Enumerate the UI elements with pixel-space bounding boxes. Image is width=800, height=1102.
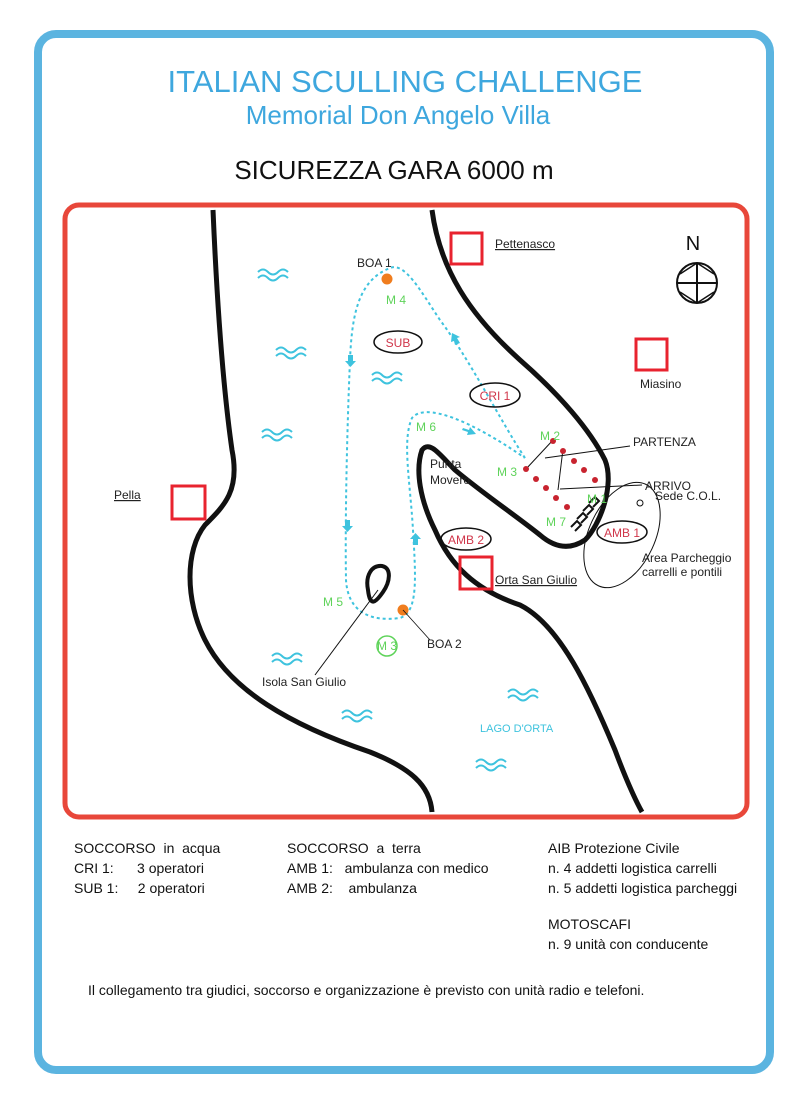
- isola-label: Isola San Giulio: [262, 675, 346, 689]
- marker-m3: M 3: [497, 465, 517, 479]
- north-compass-icon: [676, 262, 718, 304]
- marker-m4: M 4: [386, 293, 406, 307]
- marker-m5: M 5: [323, 595, 343, 609]
- subtitle: Memorial Don Angelo Villa: [246, 100, 551, 130]
- boa2-label: BOA 2: [427, 637, 462, 651]
- lane-markers: [523, 438, 598, 510]
- legend-row: n. 9 unità con conducente: [548, 936, 709, 952]
- boa1-label: BOA 1: [357, 256, 392, 270]
- town-markers: [170, 231, 669, 591]
- legend-title: SOCCORSO in acqua: [74, 840, 221, 856]
- arrivo-label: ARRIVO: [645, 479, 691, 493]
- arrow-right-icon: [462, 427, 476, 435]
- place-pella: Pella: [114, 488, 141, 502]
- area-label-1: Area Parcheggio: [642, 551, 732, 565]
- punta-movero-1: Punta: [430, 457, 462, 471]
- amb1-unit: AMB 1: [604, 526, 640, 540]
- legend-row: SUB 1: 2 operatori: [74, 880, 205, 896]
- lago-label: LAGO D'ORTA: [480, 723, 554, 735]
- partenza-label: PARTENZA: [633, 435, 696, 449]
- marker-m6: M 6: [416, 420, 436, 434]
- legend-civil-protection: AIB Protezione Civile n. 4 addetti logis…: [548, 838, 737, 898]
- marker-m1: M 1: [587, 492, 607, 506]
- punta-movero-2: Movero: [430, 473, 470, 487]
- arrow-down-icon: [342, 520, 353, 532]
- sub-unit: SUB: [386, 336, 411, 350]
- place-orta: Orta San Giulio: [495, 573, 577, 587]
- legend-land-rescue: SOCCORSO a terra AMB 1: ambulanza con me…: [287, 838, 489, 898]
- west-shoreline: [187, 209, 435, 813]
- place-miasino: Miasino: [640, 377, 682, 391]
- east-shoreline: [416, 209, 645, 814]
- isola-pointer: [314, 589, 379, 676]
- m3-boat: M 3: [377, 639, 397, 653]
- legend-title: MOTOSCAFI: [548, 916, 631, 932]
- isola-san-giulio-shape: [365, 563, 391, 604]
- water-waves: [257, 268, 539, 772]
- map-border: [62, 202, 750, 820]
- marker-m7: M 7: [546, 515, 566, 529]
- arrow-up-icon: [410, 533, 421, 545]
- legend-row: n. 4 addetti logistica carrelli: [548, 860, 717, 876]
- arrow-down-icon: [345, 355, 356, 367]
- page-heading: SICUREZZA GARA 6000 m: [234, 155, 553, 185]
- legend-water-rescue: SOCCORSO in acqua CRI 1: 3 operatori SUB…: [74, 838, 220, 898]
- legend-title: AIB Protezione Civile: [548, 840, 680, 856]
- legend-row: AMB 2: ambulanza: [287, 880, 417, 896]
- legend-title: SOCCORSO a terra: [287, 840, 421, 856]
- sede-label: Sede C.O.L.: [655, 489, 721, 503]
- legend-row: n. 5 addetti logistica parcheggi: [548, 880, 738, 896]
- arrow-up-icon: [451, 333, 460, 345]
- cri-unit: CRI 1: [480, 389, 511, 403]
- start-finish-lines: [525, 439, 643, 491]
- place-pettenasco: Pettenasco: [495, 237, 555, 251]
- outer-frame: [34, 30, 774, 1074]
- title: ITALIAN SCULLING CHALLENGE: [168, 64, 643, 99]
- marker-m2: M 2: [540, 429, 560, 443]
- legend-motorboats: MOTOSCAFI n. 9 unità con conducente: [548, 914, 708, 954]
- race-course: [344, 266, 526, 620]
- boa-1-buoy: [381, 273, 393, 285]
- footer-note: Il collegamento tra giudici, soccorso e …: [88, 982, 645, 998]
- amb2-unit: AMB 2: [448, 533, 484, 547]
- pontoons: [570, 495, 601, 532]
- legend-row: AMB 1: ambulanza con medico: [287, 860, 489, 876]
- direction-arrows: [342, 333, 476, 545]
- legend-row: CRI 1: 3 operatori: [74, 860, 204, 876]
- area-label-2: carrelli e pontili: [642, 565, 722, 579]
- north-label: N: [686, 233, 700, 255]
